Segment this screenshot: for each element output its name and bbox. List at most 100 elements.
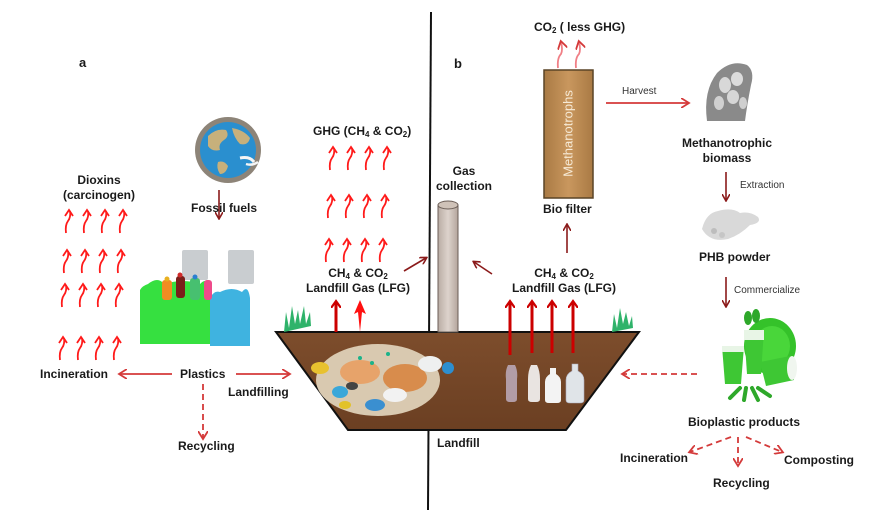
dioxin-wavy-arrow	[60, 284, 68, 308]
ghg-wavy-arrow-head	[326, 193, 336, 202]
lfg-to-pipe-left-arrow	[403, 258, 426, 272]
dioxin-wavy-arrow-head	[116, 248, 126, 257]
commercialize-label: Commercialize	[734, 285, 801, 296]
dioxin-wavy-arrow-head	[80, 248, 90, 257]
dioxin-wavy-arrow	[80, 250, 88, 274]
panel-divider	[427, 11, 432, 511]
ghg-wavy-arrow-head	[346, 145, 356, 154]
dioxin-wavy-arrow	[76, 337, 84, 361]
dioxin-wavy-arrow-head	[62, 248, 72, 257]
dioxin-wavy-arrow-head	[76, 335, 86, 344]
gas-collection-pipe	[437, 200, 459, 333]
plastics-bags	[140, 250, 254, 346]
phb-powder-label: PHB powder	[699, 250, 771, 264]
ghg-wavy-arrow	[342, 239, 350, 263]
bioplastic-products-label: Bioplastic products	[688, 415, 801, 429]
incineration-left-label: Incineration	[40, 367, 109, 381]
dioxin-wavy-arrow	[58, 337, 66, 361]
fossil-fuels-label: Fossil fuels	[190, 201, 258, 215]
grass-left	[284, 306, 311, 332]
composting-label: Composting	[784, 453, 854, 467]
ghg-wavy-arrow-head	[380, 193, 390, 202]
bioplastic-products-image	[722, 309, 797, 402]
dioxin-wavy-arrow-head	[114, 282, 124, 291]
ghg-wavy-arrow	[328, 147, 336, 171]
ghg-wavy-arrow-head	[364, 145, 374, 154]
recycling-right-label: Recycling	[713, 476, 770, 490]
dioxin-wavy-arrow	[118, 210, 126, 234]
dioxin-wavy-arrow-head	[94, 335, 104, 344]
dioxin-wavy-arrow	[64, 210, 72, 234]
dioxin-wavy-arrow	[78, 284, 86, 308]
dioxin-wavy-arrow	[96, 284, 104, 308]
methanotrophs-label: Methanotrophs	[560, 90, 576, 177]
ghg-wavy-arrow-head	[382, 145, 392, 154]
grass-right	[612, 308, 633, 332]
dioxin-wavy-arrow-head	[98, 248, 108, 257]
dioxin-wavy-arrow-head	[100, 208, 110, 217]
harvest-label: Harvest	[622, 86, 657, 97]
plastics-label: Plastics	[180, 367, 226, 381]
lfg-arrows-right	[510, 302, 573, 355]
dioxin-wavy-arrow-head	[112, 335, 122, 344]
dioxins-label-line1: Dioxins	[77, 173, 121, 187]
landfill-pit	[274, 306, 641, 431]
biofilter-column	[543, 69, 594, 199]
dioxin-wavy-arrow	[100, 210, 108, 234]
incineration-right-label: Incineration	[620, 451, 689, 465]
dioxin-wavy-arrow-head	[82, 208, 92, 217]
dioxin-wavy-arrow	[98, 250, 106, 274]
panel-label-b: b	[454, 56, 462, 71]
co2-arrows	[556, 42, 580, 69]
dioxin-wavy-arrow-head	[60, 282, 70, 291]
dioxin-wavy-arrow	[82, 210, 90, 234]
dioxin-wavy-arrow	[114, 284, 122, 308]
lfg-to-pipe-right-arrow	[474, 262, 493, 275]
ghg-wavy-arrow	[326, 195, 334, 219]
waste-heap	[311, 344, 454, 416]
ghg-label: GHG (CH4 & CO2)	[313, 124, 412, 139]
dioxins-label: Dioxins (carcinogen)	[52, 173, 146, 203]
ghg-wavy-arrow-head	[324, 237, 334, 246]
lfg-right-label: CH4 & CO2 Landfill Gas (LFG)	[512, 266, 616, 295]
dioxins-label-line2: (carcinogen)	[62, 188, 135, 202]
ghg-wavy-arrow-head	[328, 145, 338, 154]
dioxin-wavy-arrow	[62, 250, 70, 274]
landfilling-label: Landfilling	[228, 385, 289, 399]
ghg-wavy-arrow	[382, 147, 390, 171]
bio-filter-label: Bio filter	[543, 202, 592, 216]
ghg-wavy-arrow	[364, 147, 372, 171]
dioxin-arrows	[58, 208, 128, 361]
ghg-wavy-arrow	[360, 239, 368, 263]
ghg-wavy-arrow	[380, 195, 388, 219]
dioxin-wavy-arrow-head	[58, 335, 68, 344]
ghg-wavy-arrow-head	[344, 193, 354, 202]
ghg-wavy-arrow	[344, 195, 352, 219]
lfg-left-label: CH4 & CO2 Landfill Gas (LFG)	[306, 266, 410, 295]
products-to-incineration-arrow	[690, 436, 732, 452]
methanotrophic-biomass-label: Methanotrophic biomass	[682, 136, 772, 165]
co2-less-ghg-label: CO2 ( less GHG)	[534, 20, 626, 35]
dioxin-wavy-arrow-head	[78, 282, 88, 291]
phb-powder-image	[702, 209, 759, 240]
ghg-wavy-arrow-head	[342, 237, 352, 246]
ghg-wavy-arrow	[362, 195, 370, 219]
landfill-label: Landfill	[437, 436, 480, 450]
buried-bottles	[505, 363, 585, 404]
ghg-wavy-arrow-head	[360, 237, 370, 246]
flame-arrow	[354, 300, 366, 332]
panel-label-a: a	[79, 55, 87, 70]
extraction-label: Extraction	[740, 180, 785, 191]
ghg-wavy-arrow	[324, 239, 332, 263]
gas-collection-label: Gas collection	[435, 164, 492, 193]
dioxin-wavy-arrow	[94, 337, 102, 361]
dioxin-wavy-arrow	[116, 250, 124, 274]
ghg-arrows	[324, 145, 392, 263]
fossil-fuels-globe	[195, 117, 261, 183]
dioxin-wavy-arrow	[112, 337, 120, 361]
products-to-composting-arrow	[745, 436, 782, 452]
ghg-wavy-arrow	[346, 147, 354, 171]
dioxin-wavy-arrow-head	[96, 282, 106, 291]
dioxin-wavy-arrow-head	[118, 208, 128, 217]
